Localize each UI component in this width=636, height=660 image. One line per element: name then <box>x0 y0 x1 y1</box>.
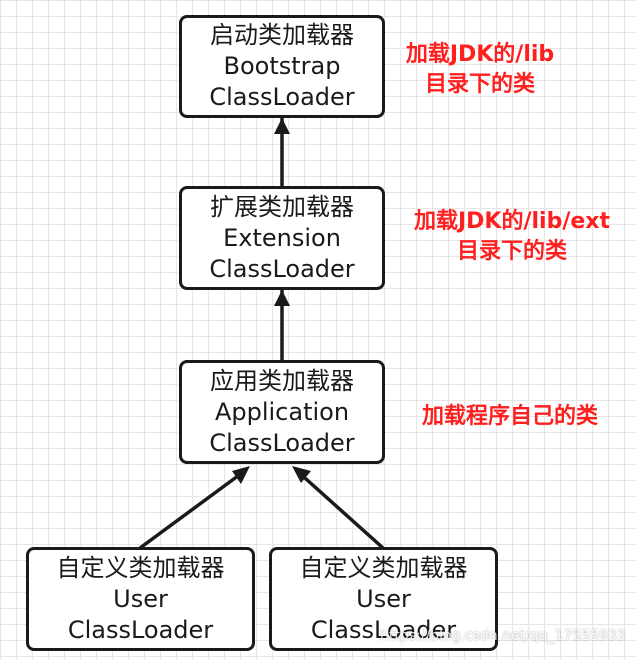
bootstrap-note-line2: 目录下的类 <box>424 72 535 97</box>
arrowhead-user-left-to-application <box>232 466 250 484</box>
extension-note: 加载JDK的/lib/ext 目录下的类 <box>395 207 629 267</box>
bootstrap-label-type: ClassLoader <box>209 83 355 111</box>
extension-label-type: ClassLoader <box>209 254 355 283</box>
extension-note-line2: 目录下的类 <box>456 239 567 264</box>
application-note: 加载程序自己的类 <box>405 402 615 432</box>
user-left-label-name: User <box>113 584 168 613</box>
bootstrap-note-line1: 加载JDK的/lib <box>405 42 555 67</box>
bootstrap-classloader-box: 启动类加载器 Bootstrap ClassLoader <box>179 15 385 118</box>
application-classloader-box: 应用类加载器 Application ClassLoader <box>179 360 385 464</box>
user-right-label-name: User <box>356 584 411 613</box>
application-label-cn: 应用类加载器 <box>210 366 354 395</box>
user-right-label-cn: 自定义类加载器 <box>299 553 468 582</box>
arrow-user-left-to-application <box>138 468 248 550</box>
user-right-label-type: ClassLoader <box>310 615 457 644</box>
arrowhead-application-to-extension <box>274 290 290 306</box>
arrow-user-right-to-application <box>294 468 385 550</box>
bootstrap-label-name: Bootstrap <box>223 52 341 80</box>
watermark: https://blog.csdn.net/qq_17555933 <box>380 628 626 644</box>
application-label-type: ClassLoader <box>209 428 355 457</box>
application-label-name: Application <box>214 397 350 426</box>
extension-label-name: Extension <box>223 223 341 252</box>
extension-classloader-box: 扩展类加载器 Extension ClassLoader <box>179 186 385 290</box>
user-classloader-box-right: 自定义类加载器 User ClassLoader <box>269 547 498 651</box>
user-left-label-cn: 自定义类加载器 <box>56 553 225 582</box>
arrowhead-extension-to-bootstrap <box>274 118 290 134</box>
bootstrap-label-cn: 启动类加载器 <box>210 21 354 49</box>
arrowhead-user-right-to-application <box>292 466 311 483</box>
bootstrap-note: 加载JDK的/lib 目录下的类 <box>395 40 565 100</box>
user-left-label-type: ClassLoader <box>67 615 214 644</box>
extension-label-cn: 扩展类加载器 <box>210 192 354 221</box>
extension-note-line1: 加载JDK的/lib/ext <box>413 209 611 234</box>
application-note-line1: 加载程序自己的类 <box>421 404 598 429</box>
user-classloader-box-left: 自定义类加载器 User ClassLoader <box>26 547 255 651</box>
